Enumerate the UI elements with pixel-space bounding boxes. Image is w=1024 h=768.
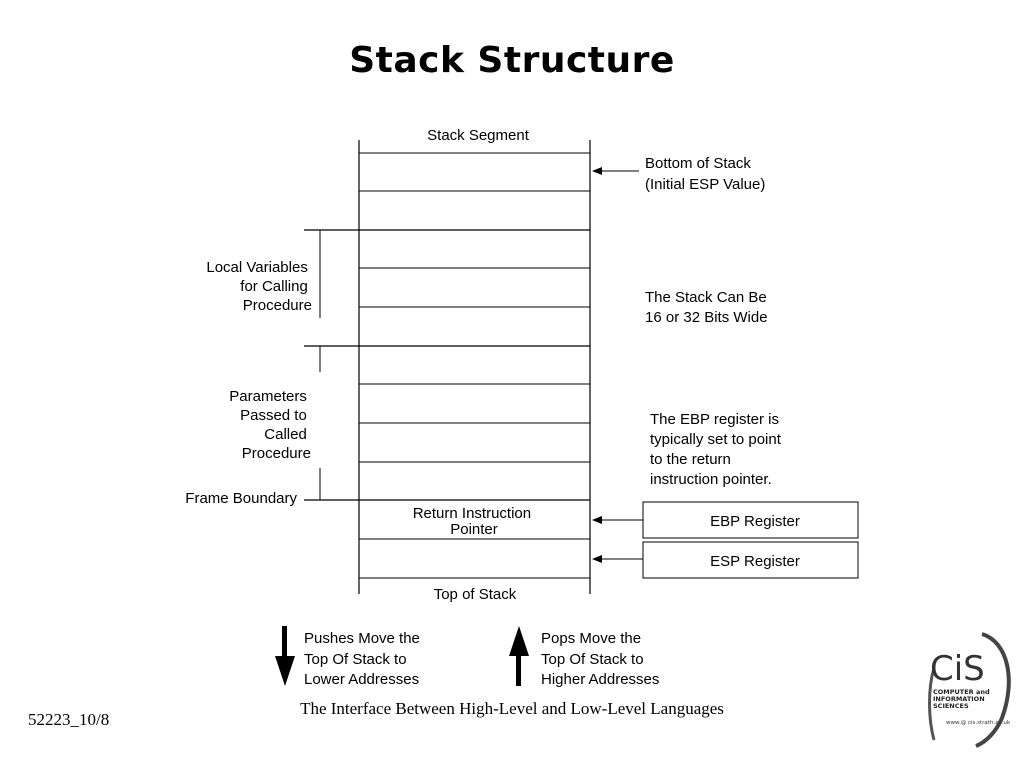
svg-text:www.@ cis.strath.ac.uk: www.@ cis.strath.ac.uk (946, 720, 1011, 726)
ebp-register-label: EBP Register (710, 513, 800, 530)
cis-logo-letters: CiS (930, 649, 985, 689)
stack-segment-label: Stack Segment (427, 127, 530, 144)
ebp-register-box (642, 501, 859, 539)
local-variables-label: Local Variables for Calling Procedure (206, 259, 312, 314)
ebp-note: The EBP register is typically set to poi… (650, 411, 785, 488)
cis-logo: CiS COMPUTER and INFORMATION SCIENCES ww… (928, 632, 1011, 748)
bottom-of-stack-label: Bottom of Stack (Initial ESP Value) (645, 155, 765, 193)
parameters-label: Parameters Passed to Called Procedure (229, 388, 311, 462)
push-down-arrow-icon (275, 626, 295, 686)
frame-boundary-label: Frame Boundary (185, 490, 297, 507)
svg-text:COMPUTER and INFORMATION: COMPUTER and INFORMATION SCIENCES (933, 688, 992, 710)
pushes-label: Pushes Move the Top Of Stack to Lower Ad… (304, 630, 424, 688)
esp-arrow (592, 555, 643, 563)
page-title: Stack Structure (349, 40, 675, 81)
stack-width-note: The Stack Can Be 16 or 32 Bits Wide (645, 289, 771, 326)
stack-diagram: Stack Segment Local Variables for Callin… (185, 127, 859, 688)
return-instruction-pointer-label: Return Instruction Pointer (413, 505, 536, 538)
ebp-arrow (592, 516, 643, 524)
bottom-of-stack-arrow (592, 167, 639, 175)
esp-register-label: ESP Register (710, 553, 800, 570)
top-of-stack-label: Top of Stack (434, 586, 517, 603)
pops-label: Pops Move the Top Of Stack to Higher Add… (541, 630, 659, 688)
slide-number: 52223_10/8 (28, 710, 110, 729)
stack-cell-dividers (359, 152, 590, 579)
esp-register-box (642, 541, 859, 579)
pop-up-arrow-icon (509, 626, 529, 686)
footer-course-title: The Interface Between High-Level and Low… (300, 699, 724, 718)
